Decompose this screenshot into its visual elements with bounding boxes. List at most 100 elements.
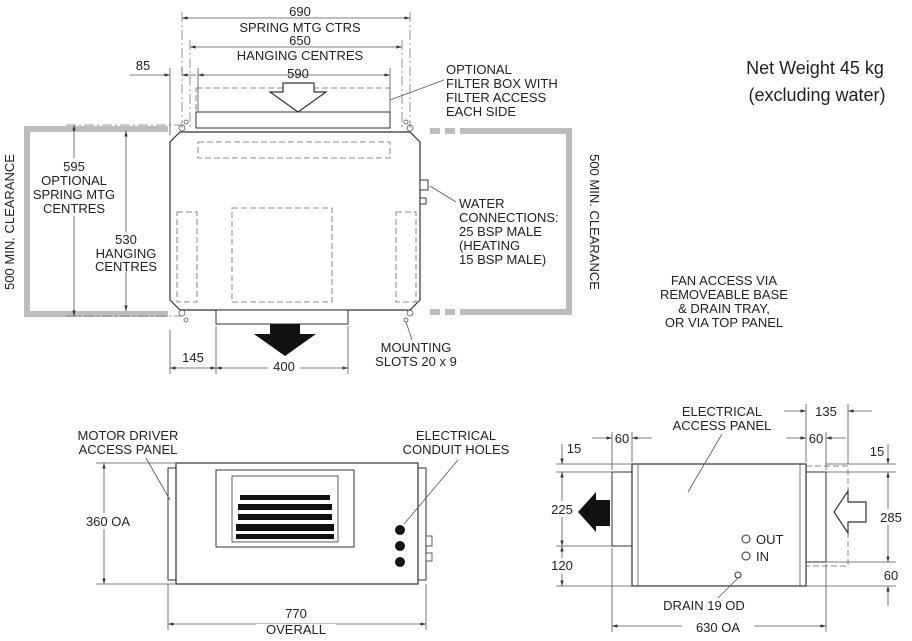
dim-650-label: 650 <box>289 33 311 48</box>
water-leader <box>429 185 457 203</box>
side-inlet-stub <box>611 471 633 547</box>
optional-spring-label: 595 OPTIONAL SPRING MTG CENTRES <box>30 158 118 216</box>
front-flange-left <box>167 467 177 581</box>
motor-driver-line1: MOTOR DRIVER <box>78 428 179 443</box>
dim-60-right-label: 60 <box>809 431 823 446</box>
fan-access-note: FAN ACCESS VIA REMOVEABLE BASE & DRAIN T… <box>660 273 788 330</box>
elec-access-line1: ELECTRICAL <box>682 404 762 419</box>
inner-filter-dashed <box>197 141 391 159</box>
dim-120-label: 120 <box>551 558 573 573</box>
dim-360-label: 360 OA <box>86 514 130 529</box>
side-panel-dashed-right <box>395 211 417 303</box>
motor-driver-line2: ACCESS PANEL <box>79 442 178 457</box>
net-weight-line1: Net Weight 45 kg <box>746 58 884 78</box>
elec-access-leader <box>687 433 723 493</box>
water-line5: 15 BSP MALE) <box>459 252 546 267</box>
water-out-port <box>741 534 751 544</box>
side-view: OUT IN ELECTRICAL ACCESS PANEL 135 60 60… <box>548 404 902 636</box>
hanging-centres-vertical-label: 530 HANGING CENTRES <box>95 232 158 274</box>
overall-label: OVERALL <box>266 622 326 637</box>
outlet-plate <box>215 309 349 325</box>
unit-body-side <box>631 463 807 587</box>
in-label: IN <box>756 549 769 564</box>
water-line1: WATER <box>459 196 505 211</box>
mounting-hole <box>403 317 409 323</box>
filter-box-line3: FILTER ACCESS <box>446 90 547 105</box>
pipe-stub <box>425 552 433 562</box>
mounting-leader <box>405 321 413 341</box>
dim-15-left-label: 15 <box>567 441 581 456</box>
dim-135-label: 135 <box>815 404 837 419</box>
front-view: MOTOR DRIVER ACCESS PANEL ELECTRICAL CON… <box>78 428 510 638</box>
dim-145-label: 145 <box>182 350 204 365</box>
filter-box-line2: FILTER BOX WITH <box>446 76 558 91</box>
plan-view: 690 SPRING MTG CTRS 650 HANGING CENTRES … <box>2 4 602 374</box>
optional-spring-line3: CENTRES <box>43 201 105 216</box>
conduit-line1: ELECTRICAL <box>416 428 496 443</box>
dim-285-label: 285 <box>880 510 902 525</box>
airflow-out-arrow <box>254 324 316 356</box>
filter-box-line4: EACH SIDE <box>446 104 516 119</box>
fan-access-line1: FAN ACCESS VIA <box>671 273 778 288</box>
front-flange-right <box>417 467 427 581</box>
net-weight-line2: (excluding water) <box>748 85 885 105</box>
dim-60-left-label: 60 <box>615 431 629 446</box>
optional-spring-line2: SPRING MTG <box>33 187 115 202</box>
conduit-hole <box>395 541 405 551</box>
optional-spring-line1: OPTIONAL <box>41 173 107 188</box>
motor-driver-leader <box>145 457 171 501</box>
clearance-left-label: 500 MIN. CLEARANCE <box>2 154 17 290</box>
net-weight-note: Net Weight 45 kg (excluding water) <box>746 58 885 105</box>
dim-595-label: 595 <box>63 159 85 174</box>
mounting-hole <box>403 119 409 125</box>
dim-85-label: 85 <box>136 58 150 73</box>
dim-15-right-label: 15 <box>870 444 884 459</box>
hanging-centres-v-line1: HANGING <box>96 246 157 261</box>
hanging-centres-v-line2: CENTRES <box>95 259 157 274</box>
water-line4: (HEATING <box>459 238 520 253</box>
conduit-line2: CONDUIT HOLES <box>403 442 510 457</box>
mounting-hole <box>406 124 414 132</box>
dim-630-label: 630 OA <box>696 620 740 635</box>
side-panel-dashed-left <box>176 211 198 303</box>
side-outlet-stub <box>805 471 827 563</box>
dim-530-label: 530 <box>115 232 137 247</box>
unit-body-plan <box>169 131 421 311</box>
fan-access-line3: & DRAIN TRAY, <box>678 301 770 316</box>
dim-225-label: 225 <box>551 502 573 517</box>
airflow-in-arrow-side <box>833 489 867 535</box>
drain-leader <box>717 577 739 599</box>
hanging-centres-label: HANGING CENTRES <box>237 48 364 63</box>
clearance-zone-right <box>470 128 572 315</box>
mounting-line2: SLOTS 20 x 9 <box>375 354 457 369</box>
filter-plate <box>195 111 391 129</box>
mounting-line1: MOUNTING <box>381 340 452 355</box>
out-label: OUT <box>756 532 784 547</box>
clearance-zone-right-dashed <box>430 128 480 315</box>
water-connection-nub <box>419 179 429 191</box>
conduit-hole <box>395 557 405 567</box>
water-in-port <box>741 551 751 561</box>
fan-access-line2: REMOVEABLE BASE <box>660 287 788 302</box>
water-connection-nub <box>419 197 427 205</box>
fan-outline-dashed <box>231 207 333 303</box>
filter-leader <box>389 79 445 101</box>
clearance-zone-left <box>24 126 168 317</box>
dim-400-label: 400 <box>273 359 295 374</box>
grille-louvres <box>236 495 334 539</box>
dim-690-label: 690 <box>289 4 311 19</box>
fan-access-line4: OR VIA TOP PANEL <box>665 315 783 330</box>
mounting-hole <box>178 309 186 317</box>
clearance-zone-left-dashed <box>110 126 168 317</box>
mounting-hole <box>183 119 189 125</box>
mounting-hole <box>183 317 189 323</box>
elec-access-line2: ACCESS PANEL <box>673 418 772 433</box>
dim-60-bottom-label: 60 <box>884 568 898 583</box>
conduit-leader <box>403 459 459 525</box>
water-line2: CONNECTIONS: <box>459 210 559 225</box>
drain-label: DRAIN 19 OD <box>663 598 745 613</box>
airflow-in-arrow <box>268 82 328 113</box>
spring-mtg-ctrs-label: SPRING MTG CTRS <box>239 20 361 35</box>
filter-box-line1: OPTIONAL <box>446 62 512 77</box>
